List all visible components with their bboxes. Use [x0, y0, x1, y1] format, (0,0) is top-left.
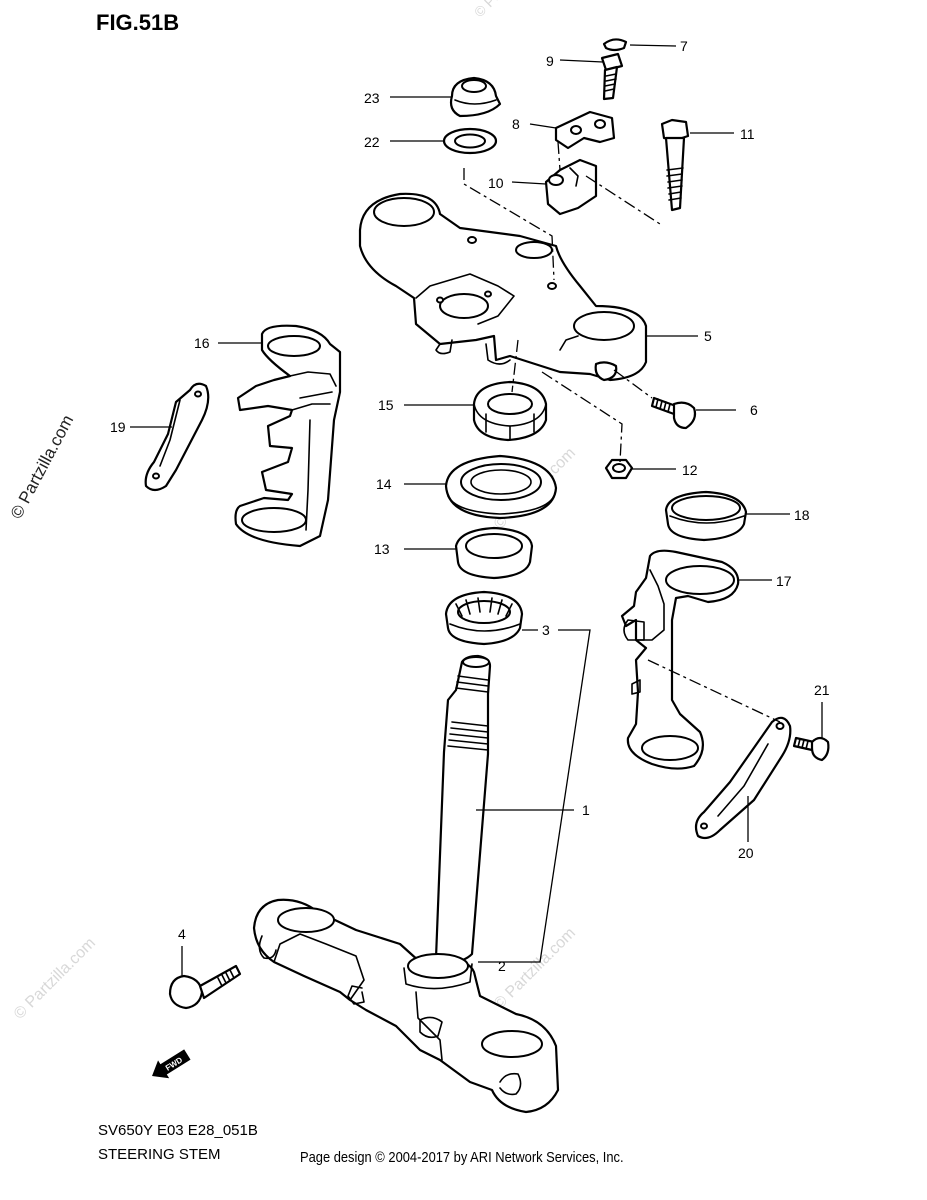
- callout-14: 14: [376, 476, 392, 492]
- callout-9: 9: [546, 53, 554, 69]
- part-5-upper-bracket: [358, 192, 648, 382]
- part-23-rubber-cap: [449, 76, 502, 118]
- callout-13: 13: [374, 541, 390, 557]
- part-15-stem-nut: [472, 380, 548, 442]
- callout-8: 8: [512, 116, 520, 132]
- callout-3: 3: [542, 622, 550, 638]
- part-16-left-cover: [234, 324, 342, 548]
- part-13-bearing-race: [454, 526, 534, 580]
- callout-23: 23: [364, 90, 380, 106]
- part-19-bracket: [144, 382, 210, 492]
- callout-20: 20: [738, 845, 754, 861]
- part-7-cap: [602, 38, 628, 52]
- part-22-washer: [442, 127, 498, 155]
- part-10-handlebar-holder-lower: [544, 158, 598, 216]
- part-12-nut: [604, 458, 634, 480]
- part-4-bolt: [168, 964, 242, 1010]
- part-20-bracket: [694, 716, 792, 840]
- watermark-faint-bottom-left: © Partzilla.com: [11, 935, 99, 1023]
- part-14-dust-seal: [444, 454, 558, 520]
- callout-16: 16: [194, 335, 210, 351]
- figure-title: FIG.51B: [96, 10, 180, 35]
- part-1-steering-stem: [434, 654, 492, 964]
- copyright-text: Page design © 2004-2017 by ARI Network S…: [300, 1149, 624, 1166]
- callout-12: 12: [682, 462, 698, 478]
- callout-10: 10: [488, 175, 504, 191]
- callout-17: 17: [776, 573, 792, 589]
- part-17-right-cover: [620, 549, 740, 770]
- part-3-steering-bearing: [444, 590, 524, 646]
- callout-2: 2: [498, 958, 506, 974]
- part-2-steering-stem-lower: [252, 898, 560, 1114]
- watermark-partzilla: © Partzilla.com: [7, 412, 78, 522]
- callout-4: 4: [178, 926, 186, 942]
- fwd-arrow-icon: FWD: [152, 1049, 191, 1079]
- callout-21: 21: [814, 682, 830, 698]
- callout-6: 6: [750, 402, 758, 418]
- callout-labels: 7 9 23 22 8 10 11 5 6 15 12 14 18 13 17 …: [110, 38, 830, 974]
- callout-18: 18: [794, 507, 810, 523]
- leader-lines: [130, 44, 823, 976]
- model-code: SV650Y E03 E28_051B: [98, 1122, 258, 1139]
- callout-22: 22: [364, 134, 380, 150]
- callout-7: 7: [680, 38, 688, 54]
- part-6-pinch-bolt: [650, 396, 697, 430]
- part-21-bolt: [792, 736, 830, 762]
- assembly-centerlines: [463, 141, 781, 723]
- callout-19: 19: [110, 419, 126, 435]
- callout-1: 1: [582, 802, 590, 818]
- part-18-seal: [664, 490, 748, 542]
- assembly-name: STEERING STEM: [98, 1146, 221, 1163]
- watermark-faint-top: © Partzilla.com: [471, 0, 549, 20]
- part-11-long-bolt: [660, 118, 690, 212]
- callout-15: 15: [378, 397, 394, 413]
- part-8-handlebar-holder-upper: [554, 110, 616, 150]
- callout-11: 11: [740, 126, 755, 142]
- callout-5: 5: [704, 328, 712, 344]
- part-9-bolt: [600, 52, 624, 101]
